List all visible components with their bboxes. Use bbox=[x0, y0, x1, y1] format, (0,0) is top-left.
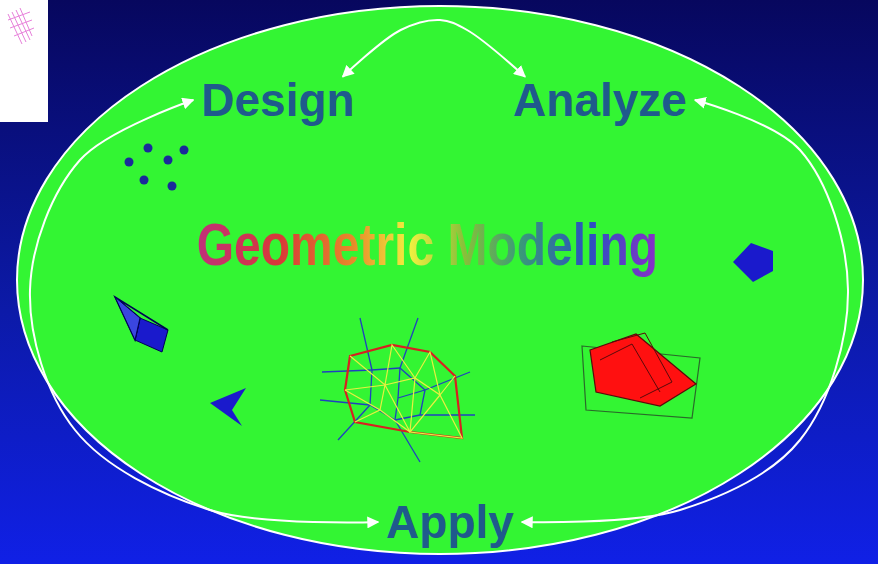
stage-label: Analyze bbox=[507, 73, 693, 128]
chevron-shape bbox=[210, 388, 246, 426]
polygon-overlap bbox=[582, 333, 700, 418]
cycle-arrow bbox=[343, 20, 525, 77]
ellipse-region: Geometric Modeling Design AnalyzeApply bbox=[15, 4, 865, 556]
cycle-arrow bbox=[522, 100, 848, 522]
stage-label: Design bbox=[195, 73, 360, 128]
corner-thumbnail bbox=[0, 0, 48, 122]
stage-word: Apply bbox=[386, 496, 514, 548]
voronoi-diagram bbox=[320, 318, 475, 462]
title-text: Geometric Modeling bbox=[196, 212, 657, 278]
stage-label: Apply bbox=[380, 495, 520, 550]
cycle-arrow bbox=[30, 100, 378, 522]
stage-word: Analyze bbox=[513, 74, 687, 126]
wire-solid bbox=[115, 297, 168, 352]
point-set bbox=[125, 144, 189, 191]
pentagon-shape bbox=[733, 243, 773, 282]
ellipse-outline bbox=[15, 4, 865, 556]
stage-word: Design bbox=[201, 74, 354, 126]
